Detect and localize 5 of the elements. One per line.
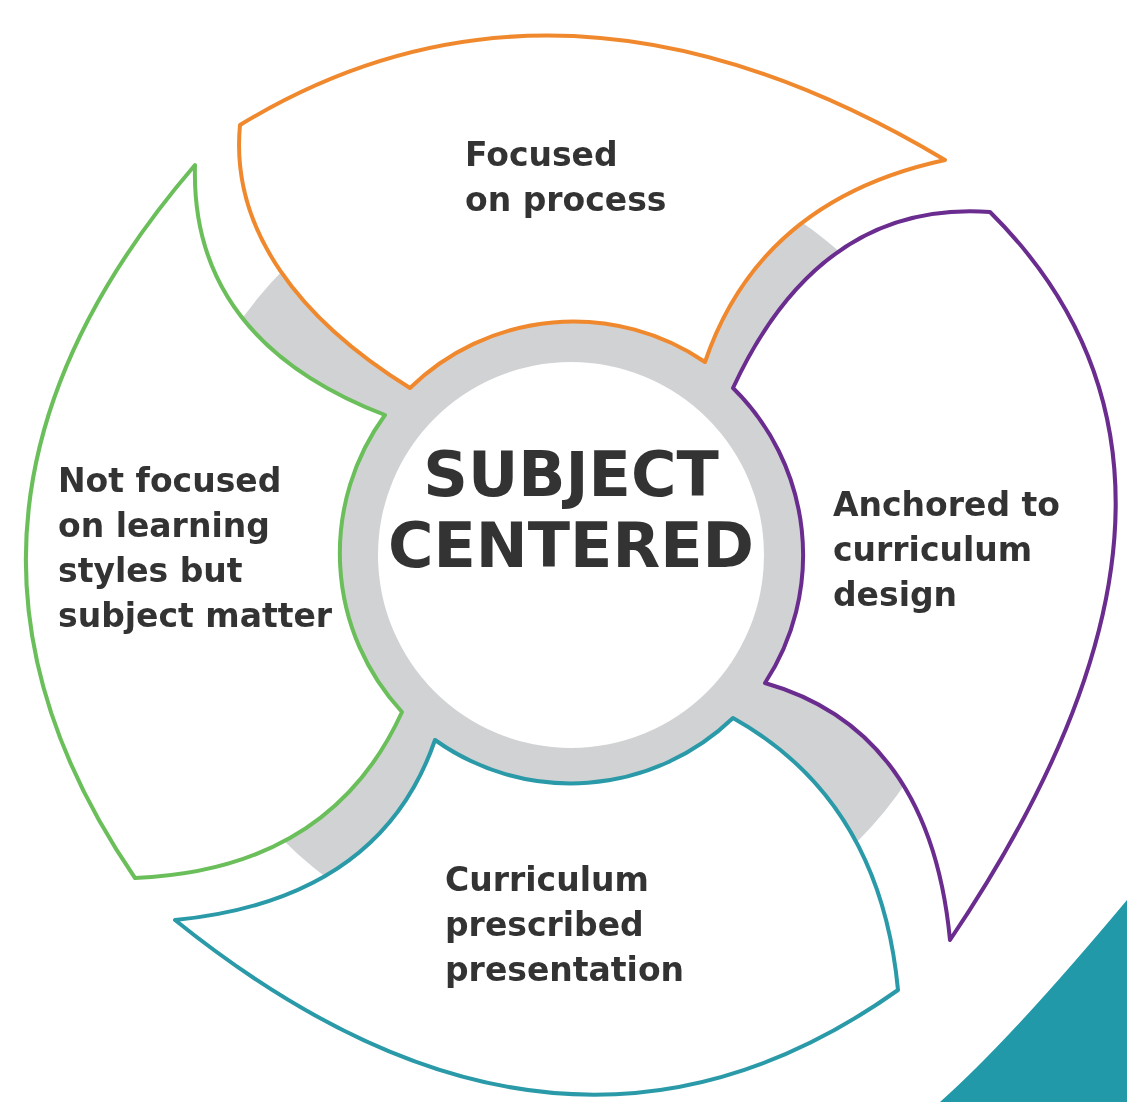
- center-title: SUBJECT CENTERED: [387, 439, 755, 582]
- petal-text: Focused on process: [465, 134, 668, 221]
- petal-text: Anchored to curriculum design: [833, 484, 1061, 616]
- petal-text: Curriculum prescribed presentation: [445, 859, 686, 991]
- petal-text: Not focused on learning styles but subject matter: [58, 460, 334, 637]
